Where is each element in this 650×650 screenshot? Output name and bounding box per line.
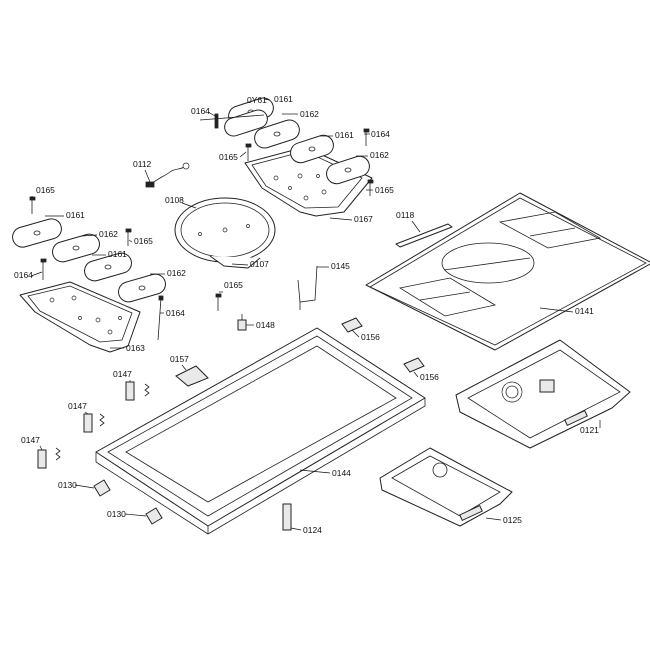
- coil-0108: [174, 197, 276, 269]
- pcb-0125: [379, 447, 513, 527]
- part-label-0130: 0130: [107, 509, 126, 519]
- part-label-0157: 0157: [170, 354, 189, 364]
- strip-0118: [395, 223, 453, 248]
- rod-0164-mid: [157, 295, 164, 341]
- coil-pad-top-4: [290, 134, 334, 164]
- part-label-0156: 0156: [420, 372, 439, 382]
- top-label: 0Y61: [247, 95, 267, 105]
- part-label-0165: 0165: [134, 236, 153, 246]
- coil-pad-left-3: [84, 252, 132, 282]
- part-label-0141: 0141: [575, 306, 594, 316]
- part-label-0147: 0147: [68, 401, 87, 411]
- screw-0164-right: [363, 128, 370, 146]
- part-labels: 0164 0161 0162 0161 0164 0165 0162 0165 0112 0165…: [14, 94, 599, 535]
- part-label-0162: 0162: [300, 109, 319, 119]
- part-label-0163: 0163: [126, 343, 145, 353]
- spring-0147-a: [125, 381, 150, 401]
- foot-0130-a: [93, 479, 111, 497]
- coil-pad-top-3: [254, 119, 300, 149]
- part-label-0112: 0112: [133, 159, 152, 169]
- part-label-0161: 0161: [108, 249, 127, 259]
- fuse-0124: [282, 503, 292, 531]
- tray-0144: [95, 327, 426, 535]
- support-plate-0163: [19, 281, 141, 353]
- part-label-0164: 0164: [371, 129, 390, 139]
- screw-0165-left: [29, 196, 36, 214]
- part-0157: [175, 365, 209, 387]
- part-label-0156: 0156: [361, 332, 380, 342]
- part-label-0161: 0161: [335, 130, 354, 140]
- coil-pad-top-2: [224, 109, 268, 137]
- cable-0112: [145, 162, 190, 188]
- part-label-0165: 0165: [36, 185, 55, 195]
- sensor-rod-top: [199, 113, 265, 129]
- part-label-0165: 0165: [375, 185, 394, 195]
- part-label-0164: 0164: [166, 308, 185, 318]
- part-label-0147: 0147: [113, 369, 132, 379]
- part-label-0162: 0162: [167, 268, 186, 278]
- part-label-0108: 0108: [165, 195, 184, 205]
- spring-0147-b: [83, 413, 105, 433]
- coil-pad-top-5: [326, 155, 370, 185]
- part-label-0144: 0144: [332, 468, 351, 478]
- part-label-0107: 0107: [250, 259, 269, 269]
- part-label-0125: 0125: [503, 515, 522, 525]
- part-label-0165: 0165: [224, 280, 243, 290]
- pcb-0121: [455, 339, 631, 449]
- part-label-0145: 0145: [331, 261, 350, 271]
- part-label-0162: 0162: [99, 229, 118, 239]
- part-label-0147: 0147: [21, 435, 40, 445]
- connector-0148: [237, 314, 247, 331]
- part-label-0165: 0165: [219, 152, 238, 162]
- coil-pad-left-2: [52, 233, 100, 263]
- screw-0165-right: [367, 179, 374, 196]
- clip-0156-b: [403, 357, 425, 373]
- part-label-0148: 0148: [256, 320, 275, 330]
- coil-pad-left-1: [12, 218, 62, 248]
- part-label-0121: 0121: [580, 425, 599, 435]
- rod-0164-left: [40, 258, 47, 280]
- part-label-0161: 0161: [66, 210, 85, 220]
- screw-0165-lower: [215, 293, 222, 311]
- bracket-0145: [297, 265, 318, 310]
- screw-0165-mid: [125, 228, 132, 246]
- part-label-0164: 0164: [191, 106, 210, 116]
- glass-top-0141: [365, 192, 650, 351]
- leader-lines: [30, 98, 601, 531]
- part-label-0167: 0167: [354, 214, 373, 224]
- clip-0156-a: [341, 317, 363, 333]
- part-label-0124: 0124: [303, 525, 322, 535]
- screw-0165-top: [245, 143, 252, 161]
- part-label-0130: 0130: [58, 480, 77, 490]
- coil-pad-left-4: [118, 273, 166, 303]
- foot-0130-b: [145, 507, 163, 525]
- part-label-0164: 0164: [14, 270, 33, 280]
- part-label-0118: 0118: [396, 210, 415, 220]
- part-label-0162: 0162: [370, 150, 389, 160]
- spring-0147-c: [37, 447, 61, 469]
- part-label-0161: 0161: [274, 94, 293, 104]
